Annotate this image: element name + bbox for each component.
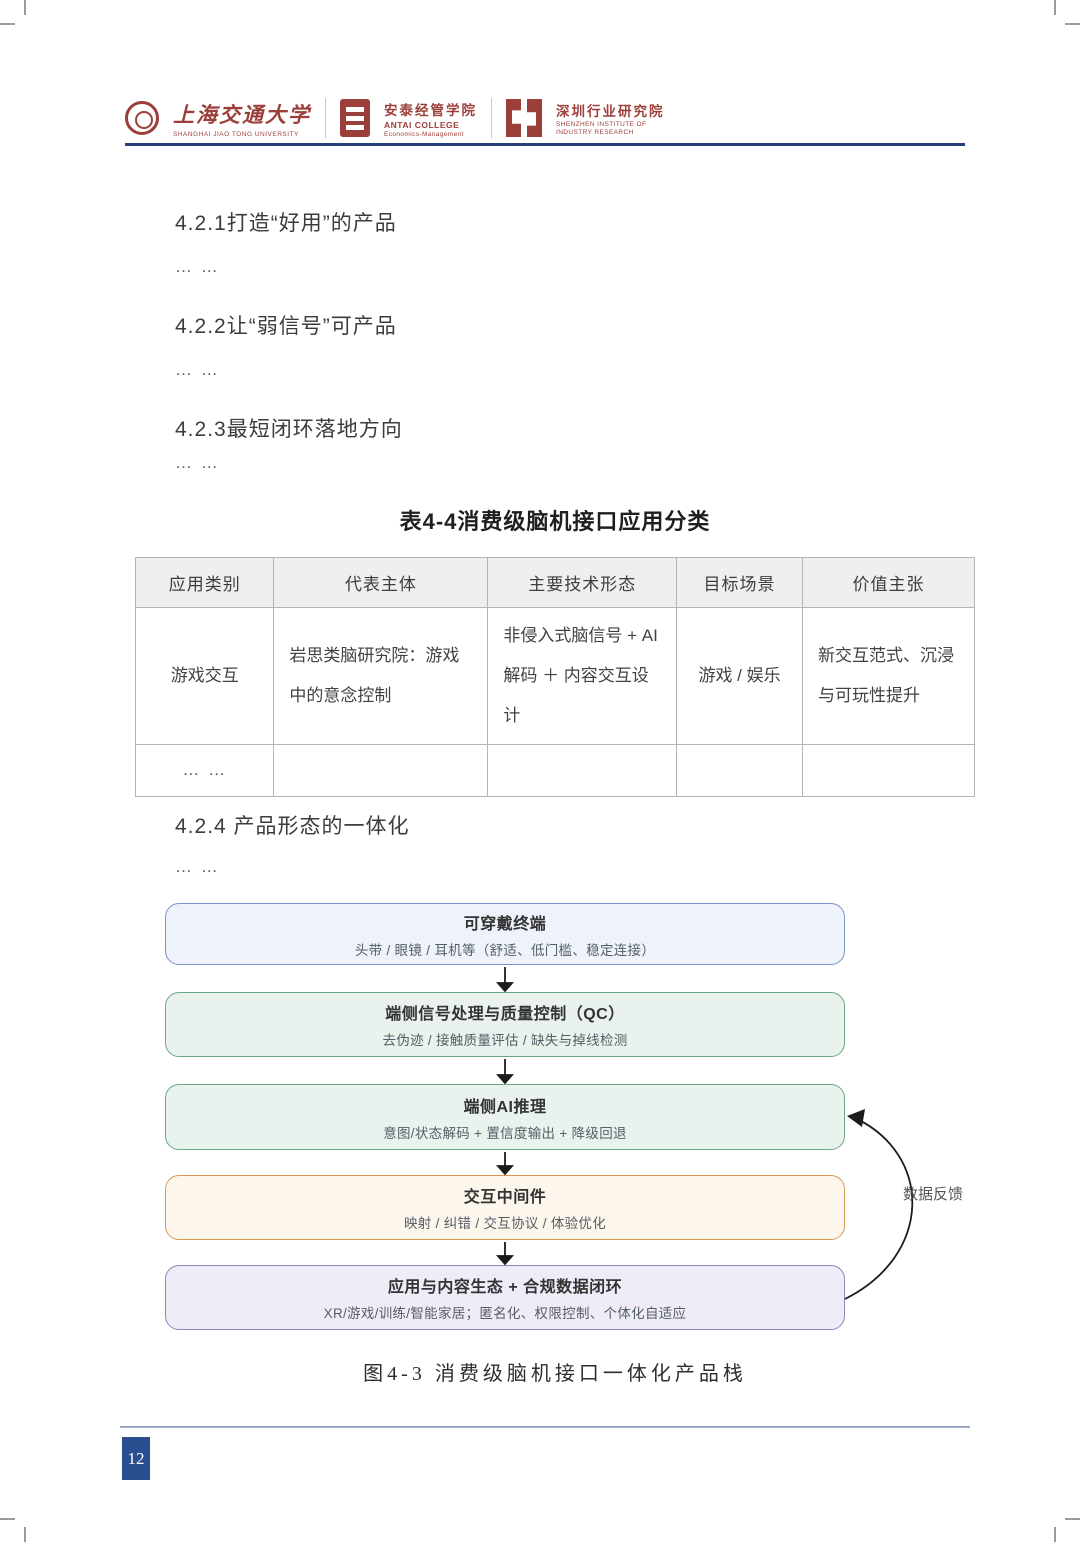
table-row: … … [134,743,976,797]
college-name-en: ANTAI COLLEGE [384,119,460,130]
college-name-cn: 安泰经管学院 [384,102,477,118]
cell-value: 新交互范式、沉浸与可玩性提升 [801,607,976,745]
heading-4-2-3: 4.2.3最短闭环落地方向 [175,418,403,441]
stack-box-wearable: 可穿戴终端 头带 / 眼镜 / 耳机等（舒适、低门槛、稳定连接） [165,903,845,965]
heading-4-2-2: 4.2.2让“弱信号”可产品 [175,315,397,338]
university-name-en: SHANGHAI JIAO TONG UNIVERSITY [173,130,299,138]
application-table: 应用类别 代表主体 主要技术形态 目标场景 价值主张 游戏交互 岩思类脑研究院：… [134,557,976,797]
down-arrow-head [496,1165,514,1176]
stack-box-ai-inference: 端侧AI推理 意图/状态解码 + 置信度输出 + 降级回退 [165,1084,845,1150]
table-row: 游戏交互 岩思类脑研究院：游戏中的意念控制 非侵入式脑信号 + AI解码 ＋ 内… [134,607,976,745]
col-header: 主要技术形态 [487,557,678,608]
institute-name-en1: SHENZHEN INSTITUTE OF [556,121,647,128]
stack-box-signal-qc: 端侧信号处理与质量控制（QC） 去伪迹 / 接触质量评估 / 缺失与掉线检测 [165,992,845,1057]
stack-box-ecosystem: 应用与内容生态 + 合规数据闭环 XR/游戏/训练/智能家居；匿名化、权限控制、… [165,1265,845,1330]
college-sub: Economics-Management [384,130,464,138]
table-header-row: 应用类别 代表主体 主要技术形态 目标场景 价值主张 [134,557,976,608]
crop-mark [24,0,26,15]
box-subtitle: 去伪迹 / 接触质量评估 / 缺失与掉线检测 [382,1033,628,1048]
shenzhen-institute-icon [506,99,542,137]
box-subtitle: XR/游戏/训练/智能家居；匿名化、权限控制、个体化自适应 [323,1306,687,1321]
cell-ellipsis: … … [134,743,275,797]
cell-category: 游戏交互 [134,607,275,745]
institute-logo: 深圳行业研究院 SHENZHEN INSTITUTE OF INDUSTRY R… [556,100,665,136]
heading-4-2-1: 4.2.1打造“好用”的产品 [175,212,397,235]
col-header: 代表主体 [273,557,489,608]
box-title: 交互中间件 [463,1189,547,1206]
cell-scenario: 游戏 / 娱乐 [676,607,803,745]
college-logo: 安泰经管学院 ANTAI COLLEGE Economics-Managemen… [384,99,477,138]
feedback-arrow-head [847,1109,865,1127]
page-number: 12 [122,1437,150,1480]
box-title: 应用与内容生态 + 合规数据闭环 [387,1279,623,1296]
box-subtitle: 映射 / 纠错 / 交互协议 / 体验优化 [403,1216,607,1231]
box-title: 可穿戴终端 [463,915,547,933]
box-title: 端侧AI推理 [463,1098,547,1116]
table-title: 表4-4消费级脑机接口应用分类 [399,509,711,534]
crop-mark [24,1527,26,1542]
logo-divider [325,98,326,138]
heading-4-2-4: 4.2.4 产品形态的一体化 [175,815,410,838]
col-header: 价值主张 [801,557,976,608]
antai-college-icon [340,99,370,137]
figure-caption: 图4-3 消费级脑机接口一体化产品栈 [363,1363,747,1385]
header-logos: 上海交通大学 SHANGHAI JIAO TONG UNIVERSITY 安泰经… [125,92,965,144]
feedback-label: 数据反馈 [903,1186,963,1203]
crop-mark [0,1518,15,1520]
ellipsis-text: … … [175,453,220,472]
cell-technology: 非侵入式脑信号 + AI解码 ＋ 内容交互设计 [487,607,678,745]
logo-divider [491,98,492,138]
institute-name-cn: 深圳行业研究院 [556,104,665,119]
box-subtitle: 意图/状态解码 + 置信度输出 + 降级回退 [383,1125,627,1141]
university-logo: 上海交通大学 SHANGHAI JIAO TONG UNIVERSITY [173,99,311,138]
col-header: 应用类别 [134,557,275,608]
stack-box-middleware: 交互中间件 映射 / 纠错 / 交互协议 / 体验优化 [165,1175,845,1240]
ellipsis-text: … … [175,857,220,876]
header-rule [125,143,965,146]
crop-mark [1054,1527,1056,1542]
crop-mark [1065,1518,1080,1520]
ellipsis-text: … … [175,257,220,276]
box-title: 端侧信号处理与质量控制（QC） [385,1006,625,1023]
institute-name-en2: INDUSTRY RESEARCH [556,129,634,136]
cell-representative: 岩思类脑研究院：游戏中的意念控制 [273,607,489,745]
crop-mark [1065,23,1080,25]
crop-mark [1054,0,1056,15]
footer-rule [120,1426,970,1428]
down-arrow-head [496,982,514,993]
crop-mark [0,23,15,25]
product-stack-diagram: 可穿戴终端 头带 / 眼镜 / 耳机等（舒适、低门槛、稳定连接） 端侧信号处理与… [165,897,965,1342]
university-seal-icon [125,101,159,135]
box-subtitle: 头带 / 眼镜 / 耳机等（舒适、低门槛、稳定连接） [354,942,656,958]
down-arrow-head [496,1255,514,1266]
university-name-cn: 上海交通大学 [173,102,311,127]
feedback-arc [844,1117,914,1300]
down-arrow-head [496,1074,514,1085]
col-header: 目标场景 [676,557,803,608]
ellipsis-text: … … [175,360,220,379]
